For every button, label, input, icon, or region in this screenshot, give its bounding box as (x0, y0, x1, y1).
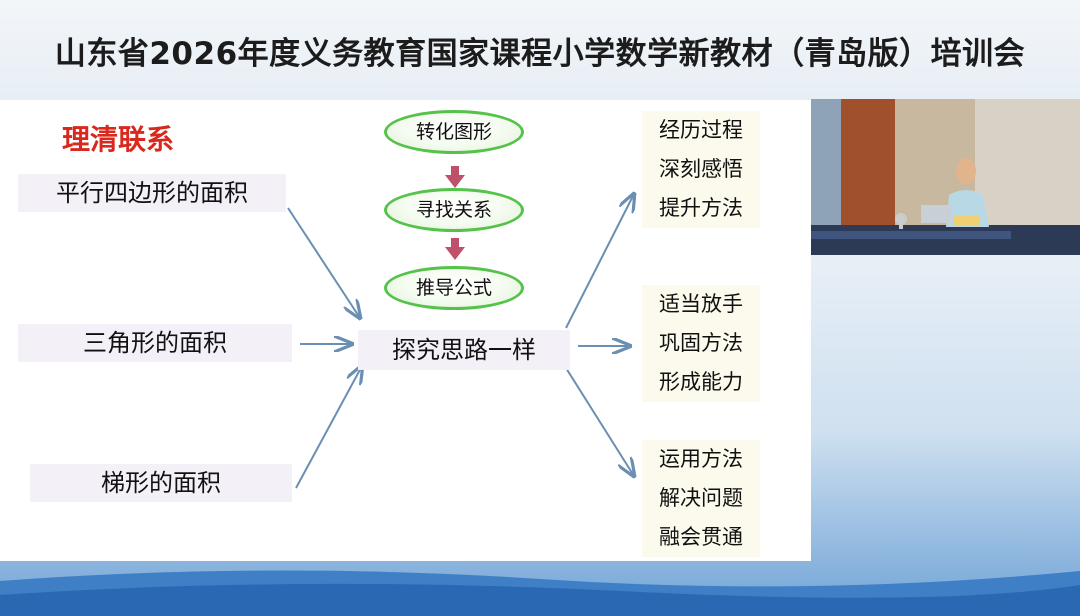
slide: 理清联系 平行四边形的面积 三角形的面积 梯形的面积 转化图形 寻找关系 推导公… (0, 100, 811, 561)
arrow-topic1-center (287, 207, 360, 318)
outcome-group-2: 适当放手 巩固方法 形成能力 (642, 285, 760, 402)
step-arrow-2 (445, 238, 465, 260)
center-same-approach: 探究思路一样 (358, 330, 570, 370)
outcome-group-3: 运用方法 解决问题 融会贯通 (642, 440, 760, 557)
step-arrow-1 (445, 166, 465, 188)
outcome-item: 运用方法 (659, 447, 743, 471)
outcome-item: 形成能力 (659, 370, 743, 394)
speaker-video-inset (811, 99, 1080, 255)
outcome-item: 经历过程 (659, 118, 743, 142)
topic-triangle-area: 三角形的面积 (18, 324, 292, 362)
topic-trapezoid-area: 梯形的面积 (30, 464, 292, 502)
step-transform-shape: 转化图形 (384, 110, 524, 154)
background-wave (0, 570, 1080, 616)
topic-parallelogram-area: 平行四边形的面积 (18, 174, 286, 212)
step-find-relation: 寻找关系 (384, 188, 524, 232)
outcome-group-1: 经历过程 深刻感悟 提升方法 (642, 111, 760, 228)
outcome-item: 适当放手 (659, 292, 743, 316)
section-title: 理清联系 (62, 123, 175, 156)
arrow-topic3-center (295, 366, 362, 489)
outcome-item: 融会贯通 (659, 525, 743, 549)
outcome-item: 解决问题 (659, 486, 743, 510)
outcome-item: 深刻感悟 (659, 157, 743, 181)
arrow-center-outcome1 (565, 194, 634, 329)
arrow-layer (287, 166, 811, 489)
outcome-item: 提升方法 (659, 196, 743, 220)
speaker-video-image (811, 99, 1080, 255)
page-title: 山东省2026年度义务教育国家课程小学数学新教材（青岛版）培训会 (54, 36, 1026, 72)
outcome-item: 巩固方法 (659, 331, 743, 355)
step-derive-formula: 推导公式 (384, 266, 524, 310)
arrow-center-outcome3 (565, 367, 634, 476)
header-bar: 山东省2026年度义务教育国家课程小学数学新教材（青岛版）培训会 (0, 0, 1080, 100)
